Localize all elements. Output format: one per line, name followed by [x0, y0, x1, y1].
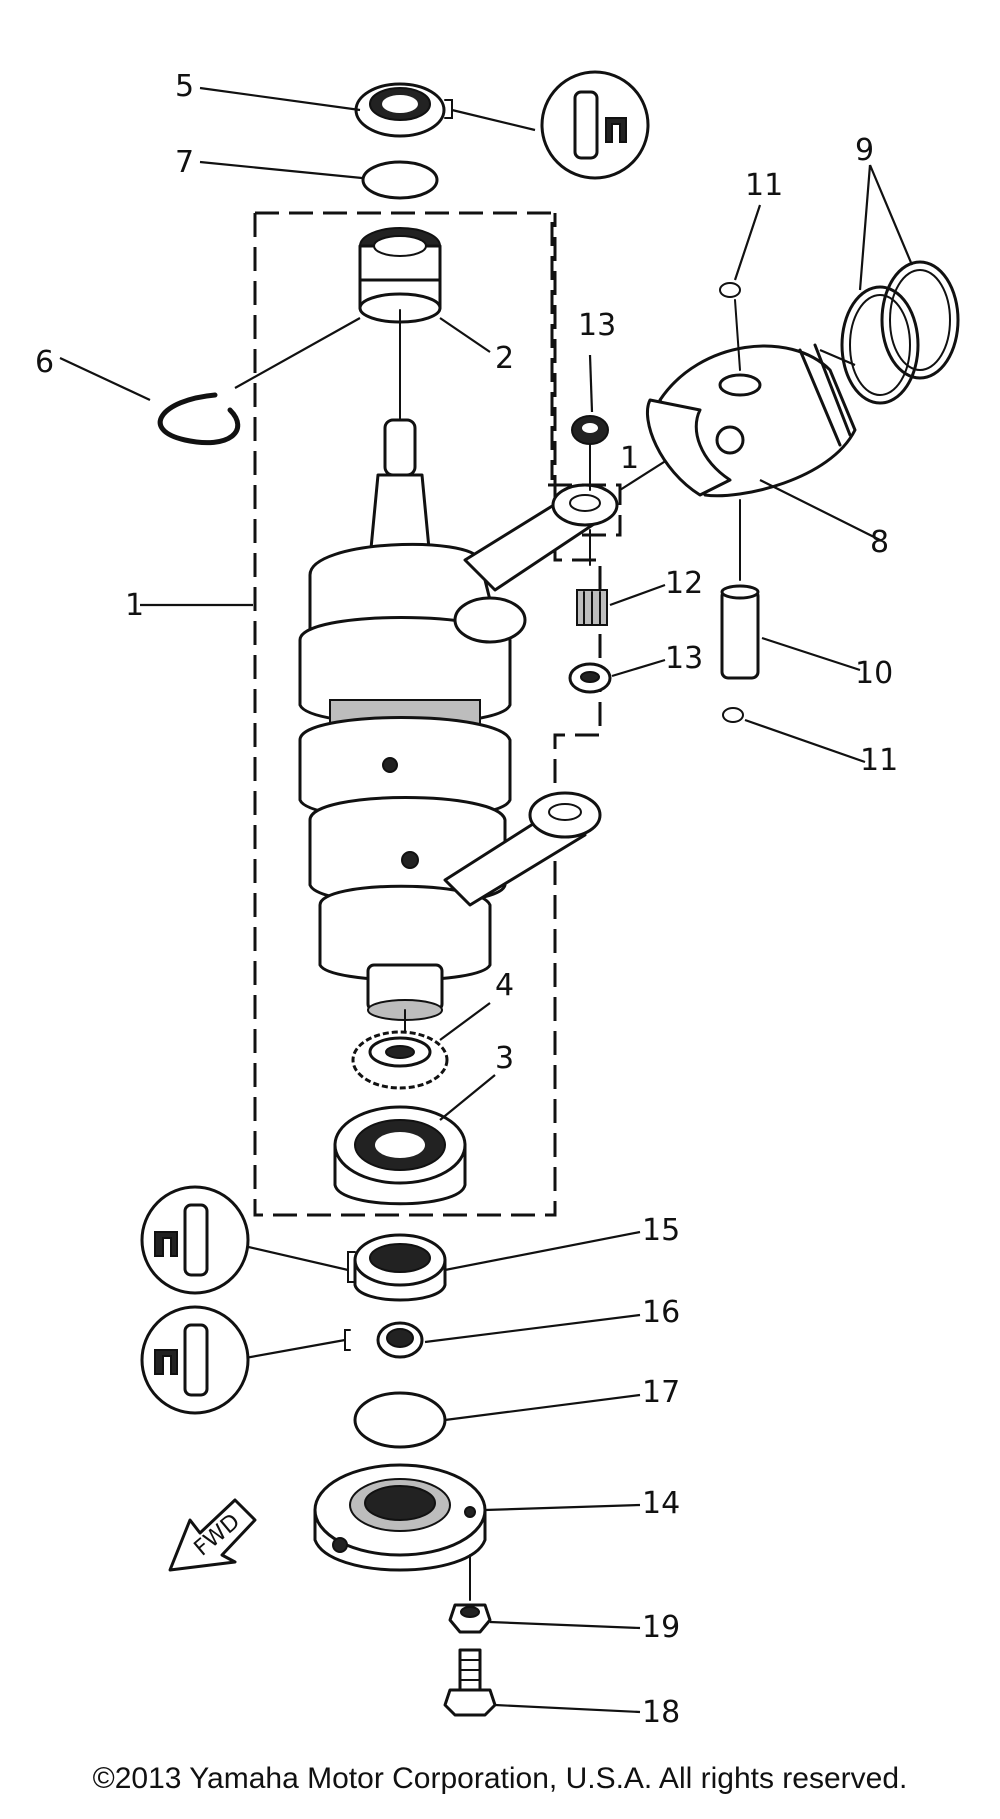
- part-1-connecting-rod-lower: [443, 791, 602, 907]
- part-9-piston-ring-a: [840, 285, 920, 405]
- label-part-1-rod: 1: [620, 441, 639, 476]
- label-part-7: 7: [175, 145, 194, 180]
- part-3-ball-bearing: [333, 1105, 467, 1206]
- part-13-washer-upper: [571, 415, 609, 445]
- label-part-5: 5: [175, 69, 194, 104]
- label-part-3: 3: [495, 1041, 514, 1076]
- grease-tube-icon: [540, 70, 650, 180]
- label-part-13-lower: 13: [665, 641, 703, 676]
- part-13-washer-lower: [568, 662, 612, 694]
- label-part-11-lower: 11: [860, 743, 898, 778]
- grease-tube-icon: [140, 1185, 250, 1295]
- part-7-o-ring: [361, 160, 439, 200]
- label-part-2: 2: [495, 341, 514, 376]
- label-part-4: 4: [495, 968, 514, 1003]
- part-9-piston-ring-b: [880, 260, 960, 380]
- part-1-crankshaft: [298, 309, 512, 1041]
- part-19-nut: [448, 1603, 492, 1634]
- part-10-piston-pin: [720, 499, 760, 680]
- label-part-15: 15: [642, 1213, 680, 1248]
- assembly-boundary-crankshaft: [253, 211, 602, 1217]
- part-6-circlip: [157, 392, 241, 446]
- part-15-oil-seal: [353, 1233, 447, 1302]
- part-1-connecting-rod-upper: [453, 483, 619, 644]
- label-part-16: 16: [642, 1295, 680, 1330]
- label-part-12: 12: [665, 566, 703, 601]
- part-11-clip-upper: [719, 282, 741, 298]
- part-8-piston: [645, 343, 857, 498]
- label-part-13-upper: 13: [578, 308, 616, 343]
- part-14-housing: [313, 1463, 487, 1572]
- label-part-8: 8: [870, 525, 889, 560]
- part-12-needle-bearing: [576, 589, 608, 626]
- part-5-oil-seal: [354, 82, 446, 138]
- part-16-seal: [376, 1321, 424, 1359]
- label-part-6: 6: [35, 345, 54, 380]
- label-part-11-upper: 11: [745, 168, 783, 203]
- part-11-clip-lower: [722, 707, 744, 723]
- label-part-18: 18: [642, 1695, 680, 1730]
- fwd-arrow-icon: FWD: [168, 1498, 257, 1572]
- part-4-gear: [351, 1030, 449, 1090]
- label-part-1: 1: [125, 588, 144, 623]
- part-2-bearing: [358, 227, 442, 324]
- label-part-9: 9: [855, 133, 874, 168]
- label-part-17: 17: [642, 1375, 680, 1410]
- sealant-tube-icon: [140, 1305, 250, 1415]
- part-17-o-ring: [353, 1391, 447, 1449]
- label-part-10: 10: [855, 656, 893, 691]
- label-part-14: 14: [642, 1486, 680, 1521]
- copyright-notice: ©2013 Yamaha Motor Corporation, U.S.A. A…: [92, 1762, 908, 1795]
- label-part-19: 19: [642, 1610, 680, 1645]
- part-18-bolt: [443, 1648, 497, 1717]
